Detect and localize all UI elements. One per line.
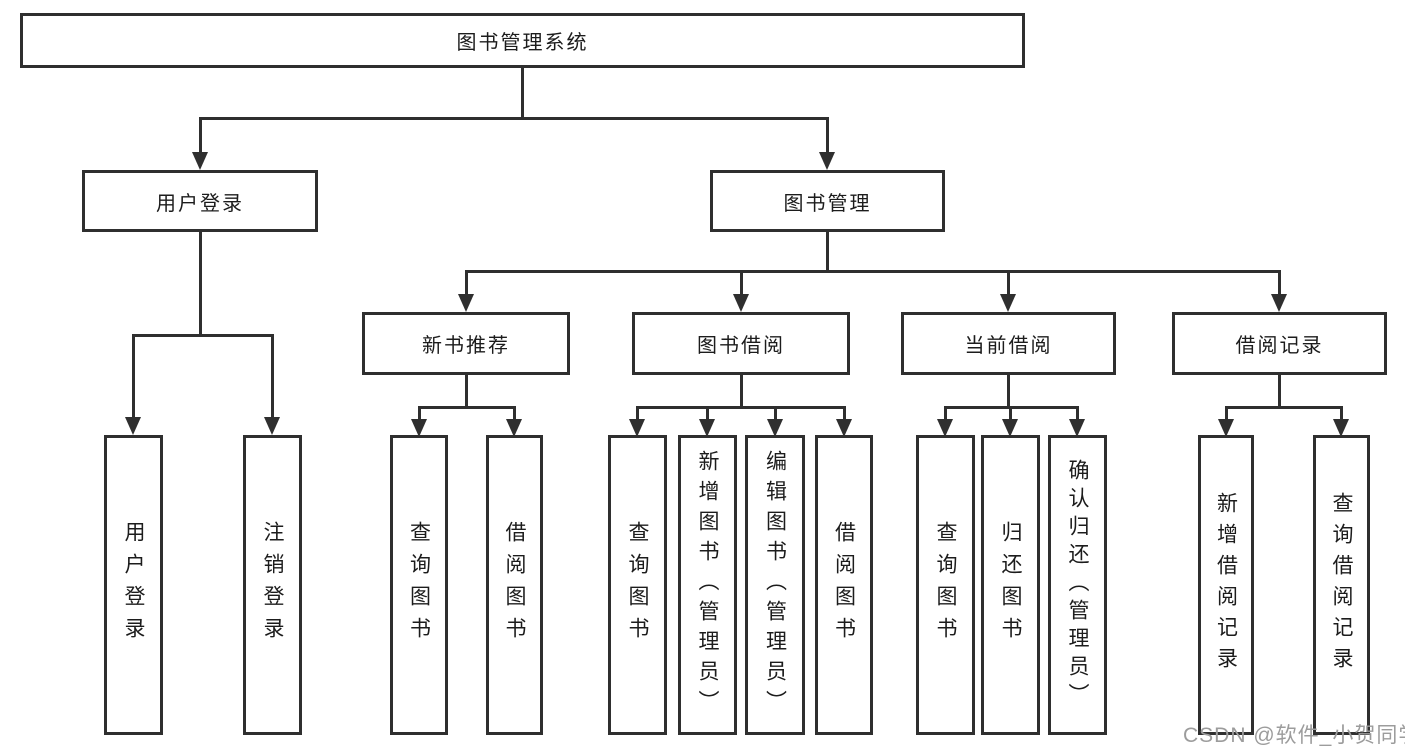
arrow-down-icon (767, 419, 783, 437)
connector-arrow-shaft (1340, 406, 1343, 420)
connector-userlogin-stem (199, 232, 202, 337)
connector-newbook-hbar (418, 406, 516, 409)
connector-arrow-shaft (1007, 270, 1010, 295)
leaf-borrow-query: 查询图书 (608, 435, 667, 735)
node-new-book-recommend: 新书推荐 (362, 312, 570, 375)
node-book-borrow: 图书借阅 (632, 312, 850, 375)
connector-root-stem (521, 68, 524, 118)
connector-arrow-shaft (1009, 406, 1012, 420)
node-root-system: 图书管理系统 (20, 13, 1025, 68)
connector-bookmgmt-hbar (465, 270, 1280, 273)
leaf-borrow-book-label: 借阅图书 (832, 521, 856, 649)
connector-arrow-shaft (706, 406, 709, 420)
connector-bookborrow-hbar (636, 406, 845, 409)
leaf-borrow-add-book-label: 新增图书（管理员） (696, 450, 720, 720)
csdn-watermark: CSDN @软件_小贺同学 (1183, 724, 1405, 747)
arrow-down-icon (125, 417, 141, 435)
arrow-down-icon (937, 419, 953, 437)
leaf-logout-label: 注销登录 (261, 521, 285, 649)
leaf-return-book-label: 归还图书 (999, 521, 1023, 649)
connector-currentborrow-stem (1007, 375, 1010, 409)
arrow-down-icon (506, 419, 522, 437)
leaf-return-book: 归还图书 (981, 435, 1040, 735)
arrow-down-icon (1271, 294, 1287, 312)
arrow-down-icon (192, 152, 208, 170)
node-current-borrow: 当前借阅 (901, 312, 1116, 375)
leaf-borrow-add-book: 新增图书（管理员） (678, 435, 737, 735)
leaf-newbook-query: 查询图书 (390, 435, 448, 735)
connector-arrow-shaft (271, 334, 274, 418)
connector-arrow-shaft (1076, 406, 1079, 420)
connector-borrowrecord-stem (1278, 375, 1281, 409)
leaf-newbook-query-label: 查询图书 (407, 521, 431, 649)
leaf-newbook-borrow: 借阅图书 (486, 435, 543, 735)
arrow-down-icon (411, 419, 427, 437)
leaf-user-login: 用户登录 (104, 435, 163, 735)
connector-arrow-shaft (636, 406, 639, 420)
node-user-login: 用户登录 (82, 170, 318, 232)
leaf-current-query-label: 查询图书 (934, 521, 958, 649)
connector-arrow-shaft (843, 406, 846, 420)
leaf-logout: 注销登录 (243, 435, 302, 735)
connector-arrow-shaft (1278, 270, 1281, 295)
arrow-down-icon (1333, 419, 1349, 437)
connector-root-hbar (199, 117, 828, 120)
connector-arrow-shaft (826, 117, 829, 153)
leaf-query-borrow-record: 查询借阅记录 (1313, 435, 1370, 735)
leaf-confirm-return: 确认归还（管理员） (1048, 435, 1107, 735)
arrow-down-icon (699, 419, 715, 437)
arrow-down-icon (819, 152, 835, 170)
node-book-management: 图书管理 (710, 170, 945, 232)
connector-arrow-shaft (418, 406, 421, 420)
arrow-down-icon (264, 417, 280, 435)
arrow-down-icon (458, 294, 474, 312)
leaf-borrow-book: 借阅图书 (815, 435, 873, 735)
leaf-newbook-borrow-label: 借阅图书 (503, 521, 527, 649)
leaf-add-borrow-record: 新增借阅记录 (1198, 435, 1254, 735)
leaf-query-borrow-record-label: 查询借阅记录 (1330, 492, 1354, 678)
arrow-down-icon (1002, 419, 1018, 437)
connector-bookborrow-stem (740, 375, 743, 409)
leaf-confirm-return-label: 确认归还（管理员） (1066, 459, 1090, 711)
arrow-down-icon (733, 294, 749, 312)
arrow-down-icon (1069, 419, 1085, 437)
node-root-label: 图书管理系统 (456, 32, 589, 54)
connector-arrow-shaft (740, 270, 743, 295)
leaf-add-borrow-record-label: 新增借阅记录 (1214, 492, 1238, 678)
node-current-borrow-label: 当前借阅 (964, 335, 1053, 357)
arrow-down-icon (1000, 294, 1016, 312)
leaf-current-query: 查询图书 (916, 435, 975, 735)
connector-arrow-shaft (199, 117, 202, 153)
leaf-borrow-edit-book-label: 编辑图书（管理员） (763, 450, 787, 720)
connector-userlogin-hbar (132, 334, 273, 337)
connector-arrow-shaft (132, 334, 135, 418)
connector-arrow-shaft (944, 406, 947, 420)
connector-arrow-shaft (774, 406, 777, 420)
arrow-down-icon (836, 419, 852, 437)
node-book-management-label: 图书管理 (783, 192, 872, 215)
node-borrow-record-label: 借阅记录 (1235, 335, 1324, 357)
arrow-down-icon (1218, 419, 1234, 437)
node-book-borrow-label: 图书借阅 (697, 335, 785, 357)
connector-arrow-shaft (465, 270, 468, 295)
connector-borrowrecord-hbar (1225, 406, 1342, 409)
connector-bookmgmt-stem (826, 232, 829, 273)
connector-newbook-stem (465, 375, 468, 409)
leaf-borrow-query-label: 查询图书 (626, 521, 650, 649)
node-user-login-label: 用户登录 (156, 192, 244, 215)
leaf-borrow-edit-book: 编辑图书（管理员） (745, 435, 805, 735)
connector-arrow-shaft (1225, 406, 1228, 420)
node-borrow-record: 借阅记录 (1172, 312, 1387, 375)
node-new-book-recommend-label: 新书推荐 (422, 335, 510, 357)
connector-arrow-shaft (513, 406, 516, 420)
arrow-down-icon (629, 419, 645, 437)
leaf-user-login-label: 用户登录 (122, 521, 146, 649)
